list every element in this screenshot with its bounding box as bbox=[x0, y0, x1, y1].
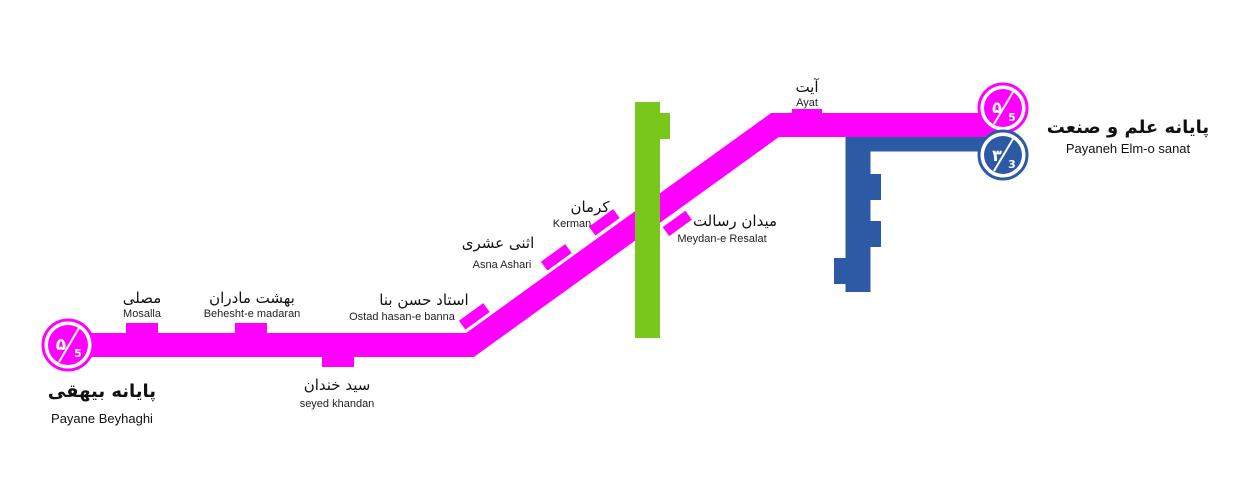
station-label-en-meydan-e-resalat: Meydan-e Resalat bbox=[677, 233, 766, 245]
line-3-track bbox=[845, 126, 1000, 292]
line-5-badge-east-fa: ۵ bbox=[992, 98, 1002, 117]
line-3-badge-east-num: 3 bbox=[1008, 158, 1016, 171]
line-5-track bbox=[70, 113, 1000, 357]
station-label-en-seyed-khandan: seyed khandan bbox=[300, 398, 375, 410]
station-label-fa-seyed-khandan: سید خندان bbox=[304, 376, 371, 394]
terminal-west-label-en: Payane Beyhaghi bbox=[51, 411, 153, 426]
station-label-fa-kerman: کرمان bbox=[570, 198, 610, 216]
line-3-station-marker bbox=[869, 221, 881, 247]
crossing-line-station-marker bbox=[658, 113, 670, 139]
station-label-fa-ayat: آیت bbox=[795, 78, 819, 96]
line-5-route bbox=[70, 113, 1000, 357]
line-5-badge-east: ۵ 5 bbox=[977, 82, 1029, 134]
station-marker-mosalla bbox=[126, 323, 158, 334]
line-5-badge-west: ۵ 5 bbox=[41, 318, 95, 372]
line-3-badge-east-fa: ۳ bbox=[992, 146, 1002, 165]
station-marker-behesht-e-madaran bbox=[235, 323, 267, 334]
station-marker-seyed-khandan bbox=[322, 356, 354, 367]
terminal-east-label-en: Payaneh Elm-o sanat bbox=[1066, 141, 1191, 156]
station-label-en-ostad-hasan-e-banna: Ostad hasan-e banna bbox=[349, 311, 456, 323]
line-3-station-marker bbox=[834, 258, 846, 284]
terminal-west-label-fa: پایانه بیهقی bbox=[48, 381, 156, 402]
station-label-en-mosalla: Mosalla bbox=[123, 308, 162, 320]
line-3-route bbox=[834, 126, 1000, 292]
station-label-en-ayat: Ayat bbox=[796, 97, 818, 109]
station-marker-kerman bbox=[588, 209, 620, 236]
line-5-badge-east-num: 5 bbox=[1008, 111, 1016, 124]
station-label-fa-ostad-hasan-e-banna: استاد حسن بنا bbox=[379, 291, 468, 309]
station-marker-meydan-e-resalat bbox=[662, 210, 692, 237]
line-3-badge-east: ۳ 3 bbox=[977, 129, 1029, 181]
terminal-east-label-fa: پایانه علم و صنعت bbox=[1047, 117, 1209, 138]
station-label-fa-behesht-e-madaran: بهشت مادران bbox=[209, 289, 295, 307]
station-label-fa-asna-ashari: اثنی عشری bbox=[462, 234, 535, 252]
station-label-en-asna-ashari: Asna Ashari bbox=[473, 259, 532, 271]
line-5-badge-west-fa: ۵ bbox=[56, 335, 66, 355]
line-5-badge-west-num: 5 bbox=[74, 347, 82, 360]
station-label-en-kerman: Kerman bbox=[553, 218, 592, 230]
station-label-en-behesht-e-madaran: Behesht-e madaran bbox=[204, 308, 301, 320]
station-marker-asna-ashari bbox=[540, 244, 572, 271]
station-label-fa-meydan-e-resalat: میدان رسالت bbox=[693, 212, 777, 230]
station-label-fa-mosalla: مصلی bbox=[123, 289, 162, 307]
station-marker-ostad-hasan-e-banna bbox=[458, 303, 490, 330]
crossing-line-track bbox=[635, 102, 660, 338]
line-3-station-marker bbox=[869, 174, 881, 200]
station-marker-ayat bbox=[792, 109, 822, 119]
line-5-station-markers bbox=[126, 109, 822, 367]
